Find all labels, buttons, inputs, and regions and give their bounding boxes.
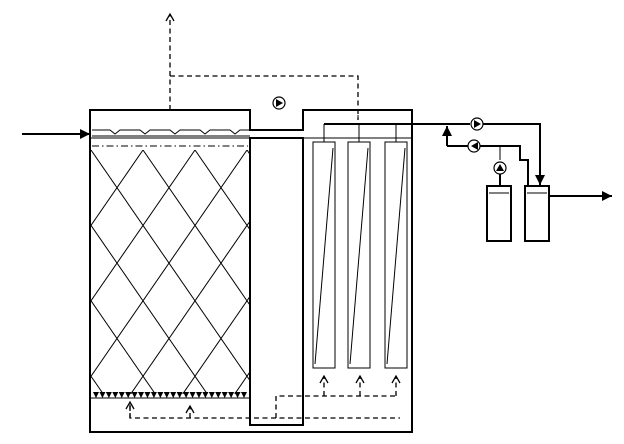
- aeration-nozzle-icon: [125, 392, 132, 398]
- backwash-pump-arrow-icon: [471, 142, 478, 150]
- lattice-strand: [287, 150, 455, 394]
- gas-pump-arrow-icon: [276, 99, 283, 107]
- aeration-nozzle-icon: [150, 392, 157, 398]
- lattice-strand: [91, 150, 248, 378]
- aeration-nozzle-icon: [202, 392, 209, 398]
- lattice-strand: [299, 150, 467, 394]
- lattice-strand: [246, 150, 249, 154]
- air-supply-line: [129, 406, 400, 419]
- overflow-weir: [92, 129, 250, 135]
- aeration-nozzle-icon: [195, 392, 202, 398]
- lattice-strand: [91, 150, 92, 151]
- aeration-nozzle-icon: [144, 392, 151, 398]
- aeration-nozzle-icon: [131, 392, 138, 398]
- aeration-nozzle-icon: [208, 392, 215, 398]
- lattice-strand: [91, 299, 156, 394]
- tank-wall: [89, 109, 413, 433]
- aeration-nozzle-icon: [215, 392, 222, 398]
- aeration-nozzle-icon: [234, 392, 241, 398]
- backwash-from-tank: [480, 145, 529, 186]
- aeration-nozzle-icon: [163, 392, 170, 398]
- dosing-pump-arrow-icon: [496, 164, 504, 171]
- aeration-nozzle-icon: [105, 392, 112, 398]
- aeration-nozzles: [93, 392, 247, 398]
- carrier-lattice: [0, 150, 507, 394]
- lattice-strand: [91, 150, 249, 380]
- aeration-nozzle-icon: [221, 392, 228, 398]
- air-to-membranes: [275, 395, 396, 418]
- aeration-nozzle-icon: [157, 392, 164, 398]
- aeration-nozzle-icon: [170, 392, 177, 398]
- aeration-nozzle-icon: [189, 392, 196, 398]
- permeate-tank: [524, 185, 550, 242]
- membrane-module-1: [312, 141, 336, 369]
- membrane-module-2: [347, 141, 371, 369]
- aeration-nozzle-icon: [118, 392, 125, 398]
- lattice-strand: [91, 375, 104, 394]
- lattice-strand: [339, 150, 507, 394]
- permeate-pump-arrow-icon: [474, 120, 481, 128]
- aeration-nozzle-icon: [138, 392, 145, 398]
- chemical-tank: [486, 185, 512, 242]
- lattice-strand: [194, 150, 249, 230]
- aeration-nozzle-icon: [176, 392, 183, 398]
- aeration-nozzle-icon: [228, 392, 235, 398]
- baffle-channel: [249, 137, 304, 426]
- gas-recirculation-line: [170, 75, 359, 120]
- lattice-strand: [0, 150, 51, 394]
- lattice-strand: [91, 224, 208, 394]
- lattice-strand: [182, 297, 249, 394]
- lattice-strand: [91, 150, 144, 227]
- lattice-strand: [142, 150, 249, 305]
- lattice-strand: [130, 221, 249, 394]
- permeate-to-tank: [483, 123, 545, 185]
- lattice-strand: [0, 150, 39, 394]
- lattice-strand: [91, 150, 196, 302]
- aeration-nozzle-icon: [99, 392, 106, 398]
- carrier-zone: [89, 137, 251, 399]
- lattice-strand: [234, 372, 249, 394]
- membrane-module-3: [384, 141, 408, 369]
- aeration-nozzle-icon: [241, 392, 247, 398]
- aeration-nozzle-icon: [183, 392, 190, 398]
- aeration-nozzle-icon: [112, 392, 119, 398]
- aeration-nozzle-icon: [93, 392, 99, 398]
